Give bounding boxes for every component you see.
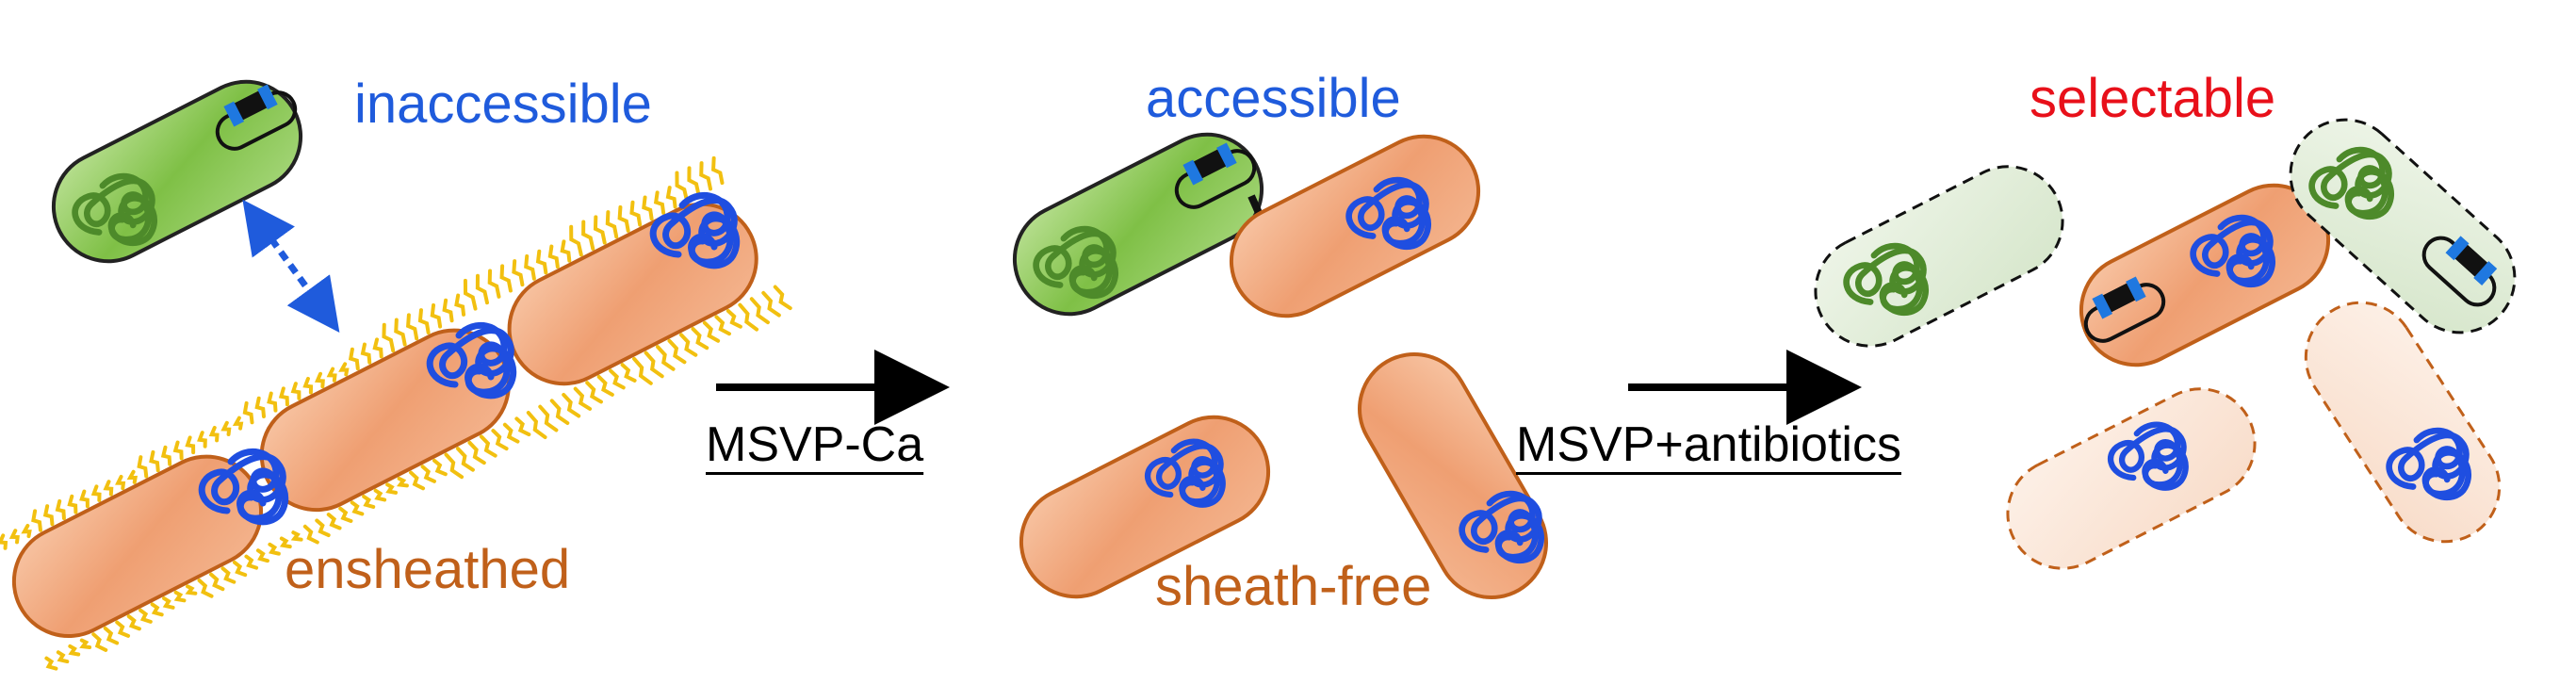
step2-method-label: MSVP+antibiotics (1516, 417, 1901, 472)
dna-blue-icon (2190, 214, 2275, 288)
label-sheath-free: sheath-free (1155, 556, 1432, 617)
dna-green-icon (72, 172, 157, 247)
orange-cell-dead-2 (2304, 301, 2502, 544)
label-accessible: accessible (1146, 68, 1401, 129)
sheath-coat-icon (0, 155, 792, 671)
dna-blue-icon (2386, 427, 2471, 501)
label-ensheathed: ensheathed (285, 539, 571, 600)
green-cell-donor-survivor (2289, 118, 2517, 334)
dna-blue-icon (1345, 176, 1431, 251)
label-selectable: selectable (2030, 68, 2276, 129)
dna-blue-icon (649, 192, 741, 269)
step1-method-label: MSVP-Ca (706, 417, 924, 472)
dna-green-icon (1843, 242, 1929, 317)
plasmid-icon (2083, 276, 2166, 343)
label-inaccessible: inaccessible (354, 73, 652, 135)
dna-blue-icon (2107, 421, 2189, 491)
dna-blue-icon (1459, 490, 1544, 564)
green-cell-accessible (1012, 132, 1264, 317)
dotted-double-arrow-icon (242, 199, 340, 333)
plasmid-icon (1174, 142, 1257, 209)
green-cell-inaccessible (51, 79, 303, 264)
plasmid-icon (2421, 236, 2498, 307)
dna-blue-icon (1144, 438, 1226, 508)
dna-green-icon (2308, 146, 2394, 220)
ensheathed-filament (0, 155, 792, 671)
green-cell-dead (1814, 165, 2064, 348)
orange-cell-1 (11, 454, 264, 639)
dna-green-icon (1033, 225, 1118, 300)
dna-blue-icon (198, 449, 289, 526)
plasmid-icon (215, 84, 298, 151)
dna-blue-icon (426, 322, 517, 400)
